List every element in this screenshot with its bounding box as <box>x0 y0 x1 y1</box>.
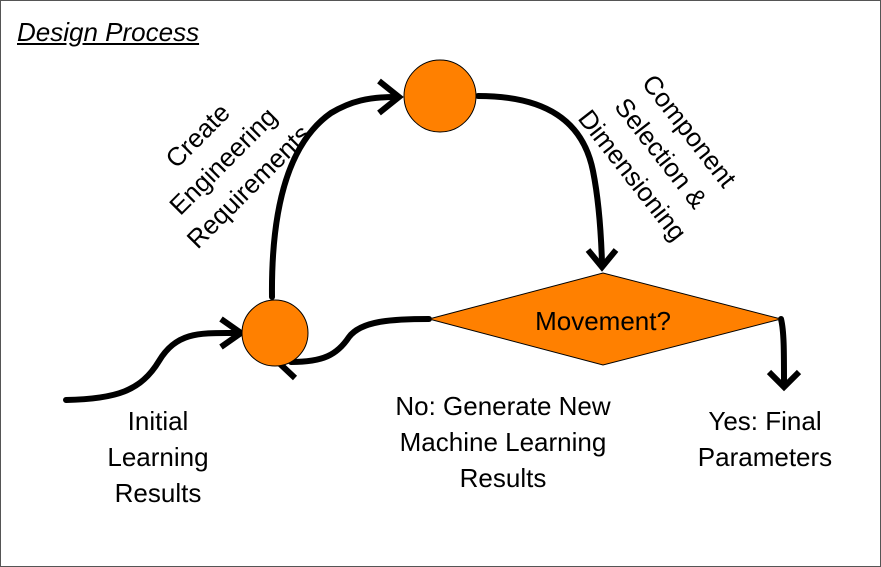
no-branch-line: Machine Learning <box>399 427 607 457</box>
create-requirements-arrowhead <box>377 78 404 116</box>
no-branch-arrow <box>288 316 432 365</box>
no-branch-line: No: Generate New <box>395 391 611 421</box>
yes-branch-arrowhead <box>766 369 802 392</box>
no-branch-label: No: Generate New Machine Learning Result… <box>351 388 655 496</box>
page-title: Design Process <box>17 17 200 47</box>
yes-branch-label: Yes: Final Parameters <box>679 403 851 475</box>
yes-branch-line: Yes: Final <box>708 406 822 436</box>
initial-results-label: Initial Learning Results <box>83 403 233 511</box>
no-branch-line: Results <box>459 463 547 493</box>
yes-branch-arrow <box>778 316 787 386</box>
start-node <box>241 299 309 367</box>
create-requirements-arrow <box>268 94 398 300</box>
component-selection-arrowhead <box>585 248 619 272</box>
initial-input-arrowhead <box>219 316 247 350</box>
initial-input-arrow <box>63 329 240 403</box>
initial-results-line: Learning <box>107 442 209 472</box>
decision-node <box>427 272 783 366</box>
component-selection-arrow <box>475 93 605 266</box>
requirements-node <box>403 59 477 133</box>
decision-label: Movement? <box>535 306 671 336</box>
yes-branch-line: Parameters <box>697 442 833 472</box>
initial-results-line: Initial <box>127 406 189 436</box>
initial-results-line: Results <box>114 478 202 508</box>
